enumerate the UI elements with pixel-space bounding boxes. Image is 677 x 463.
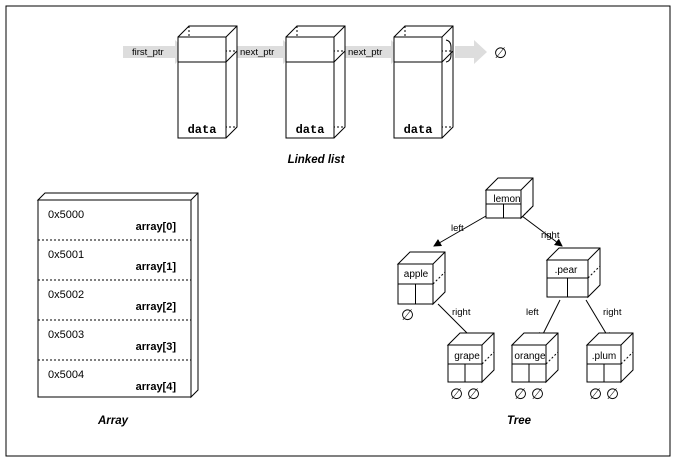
null-marker: ∅: [514, 385, 527, 403]
cell-element: array[1]: [136, 261, 177, 273]
edge-right: [521, 215, 563, 247]
null-children: ∅ ∅: [514, 385, 544, 403]
first-ptr-arrow: first_ptr: [123, 40, 188, 64]
null-marker: ∅: [589, 385, 602, 403]
cell-element: array[3]: [136, 341, 177, 353]
tree-node-pear: .pear: [545, 247, 601, 299]
null-children: ∅ ∅: [450, 385, 480, 403]
null-marker: ∅: [467, 385, 480, 403]
tree-node-apple: apple: [396, 251, 446, 306]
node-field-label: data: [296, 123, 325, 137]
null-marker: ∅: [494, 44, 507, 62]
edge-label-left: left: [526, 307, 539, 318]
edge-label-right: right: [541, 230, 560, 241]
node-label: grape: [454, 351, 480, 362]
array-cell: 0x5002 array[2]: [48, 289, 176, 313]
node-label: lemon: [493, 194, 520, 205]
tree-node-grape: grape: [446, 332, 495, 384]
tree-node-plum: .plum: [585, 332, 634, 384]
next-ptr-arrow-1: next_ptr: [236, 40, 296, 64]
edge-left: [433, 215, 487, 247]
edge-label-right: right: [603, 307, 622, 318]
cell-element: array[2]: [136, 301, 177, 313]
tree: left right right left right lemon apple …: [396, 177, 634, 427]
first-ptr-label: first_ptr: [132, 47, 164, 58]
node-label: apple: [404, 269, 429, 280]
node-field-label: data: [188, 123, 217, 137]
linked-list-node: data: [285, 25, 346, 139]
array-cell: 0x5003 array[3]: [48, 329, 176, 353]
array: 0x5000 array[0] 0x5001 array[1] 0x5002 a…: [36, 192, 199, 427]
figure-border: [5, 5, 671, 457]
tree-node-lemon: lemon: [484, 177, 534, 220]
node-field-label: data: [404, 123, 433, 137]
node-label: .pear: [555, 265, 578, 276]
next-ptr-label: next_ptr: [348, 47, 382, 58]
null-marker: ∅: [401, 306, 414, 324]
null-marker: ∅: [531, 385, 544, 403]
cell-address: 0x5003: [48, 329, 84, 341]
array-caption: Array: [97, 415, 129, 427]
null-pointer-arrow: [455, 40, 487, 64]
cell-address: 0x5004: [48, 369, 84, 381]
cell-address: 0x5000: [48, 209, 84, 221]
cell-address: 0x5001: [48, 249, 84, 261]
tree-caption: Tree: [507, 415, 532, 427]
node-label: .plum: [592, 351, 616, 362]
array-cell: 0x5001 array[1]: [48, 249, 176, 273]
linked-list: first_ptr next_ptr next_ptr data: [123, 25, 507, 166]
null-children: ∅ ∅: [589, 385, 619, 403]
null-marker: ∅: [450, 385, 463, 403]
next-ptr-label: next_ptr: [240, 47, 274, 58]
node-label: orange: [514, 351, 546, 362]
next-ptr-arrow-2: next_ptr: [344, 40, 404, 64]
edge-label-left: left: [451, 223, 464, 234]
cell-element: array[0]: [136, 221, 177, 233]
linked-list-caption: Linked list: [288, 154, 346, 166]
cell-element: array[4]: [136, 381, 177, 393]
edge-label-right: right: [452, 307, 471, 318]
cell-address: 0x5002: [48, 289, 84, 301]
null-marker: ∅: [606, 385, 619, 403]
array-cell: 0x5004 array[4]: [48, 369, 176, 393]
array-cell: 0x5000 array[0]: [48, 209, 176, 233]
linked-list-node: data: [393, 25, 454, 139]
tree-node-orange: orange: [510, 332, 559, 384]
linked-list-node: data: [177, 25, 238, 139]
